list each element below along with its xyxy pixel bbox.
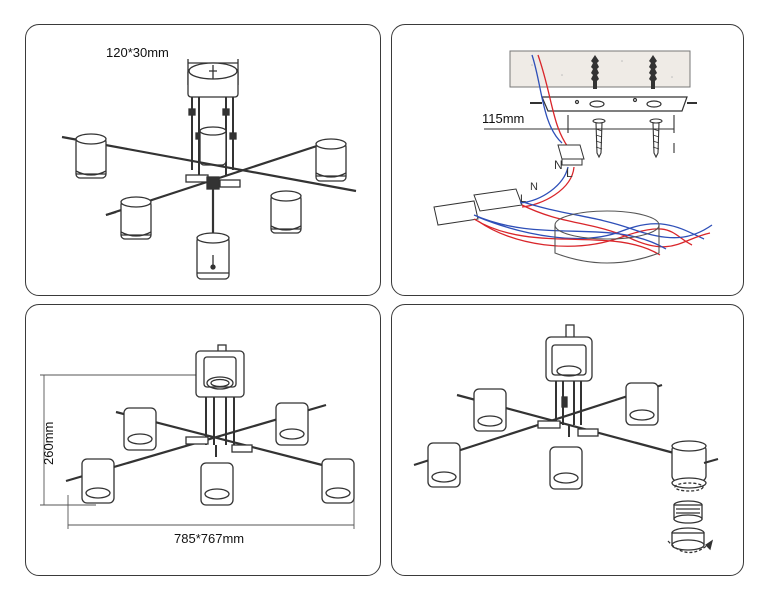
spot-left-front [120,196,152,240]
lamp-spot-left-front [427,442,461,488]
mounting-wiring-illustration [433,50,713,264]
dim-spot-center-front [200,462,234,506]
dimensions-illustration [40,344,355,529]
panel-canopy-view: 120*30mm [25,24,381,296]
lamp-spot-left-back [473,388,507,432]
span-dimension-label: 785*767mm [174,531,245,546]
lamp-replacement-illustration [413,324,719,554]
dim-spot-right-back [275,402,309,446]
wire-label-neutral: N [554,158,563,172]
panel-mounting-wiring: 115mm N L N L [391,24,744,296]
mounting-dimension-label: 115mm [482,111,525,126]
wire-label-live-2: L [520,193,527,205]
supply-wires [531,54,569,148]
panel-dimensions: 260mm 785*767mm [25,304,381,576]
dim-spot-left-back [123,407,157,451]
spot-right-back [315,138,347,182]
lamp-housing-open [671,440,719,492]
dim-spot-left-front [81,458,115,504]
lamp-module [673,500,703,524]
chandelier-top-illustration [61,59,357,280]
canopy-dimension-label: 120*30mm [106,45,169,60]
spot-left-back [75,133,107,179]
spot-bottom [196,232,230,280]
mounting-bracket [541,96,688,112]
terminal-block-bottom [433,188,523,226]
wire-label-neutral-2: N [530,181,538,193]
wire-label-live: L [566,166,573,180]
canopy-bowl [554,210,660,264]
height-dimension-label: 260mm [41,421,56,465]
dimension-lines [40,374,355,529]
spot-right-front [270,190,302,234]
panel-lamp-replacement [391,304,744,576]
lamp-spot-right-back [625,382,659,426]
wall-anchors [591,55,657,89]
lamp-spot-center-front [549,446,583,490]
ceiling-block [509,50,691,88]
terminal-block-top [557,144,585,166]
lamp-ring [671,527,705,551]
dim-spot-right-front [321,458,355,504]
screws [592,118,663,159]
